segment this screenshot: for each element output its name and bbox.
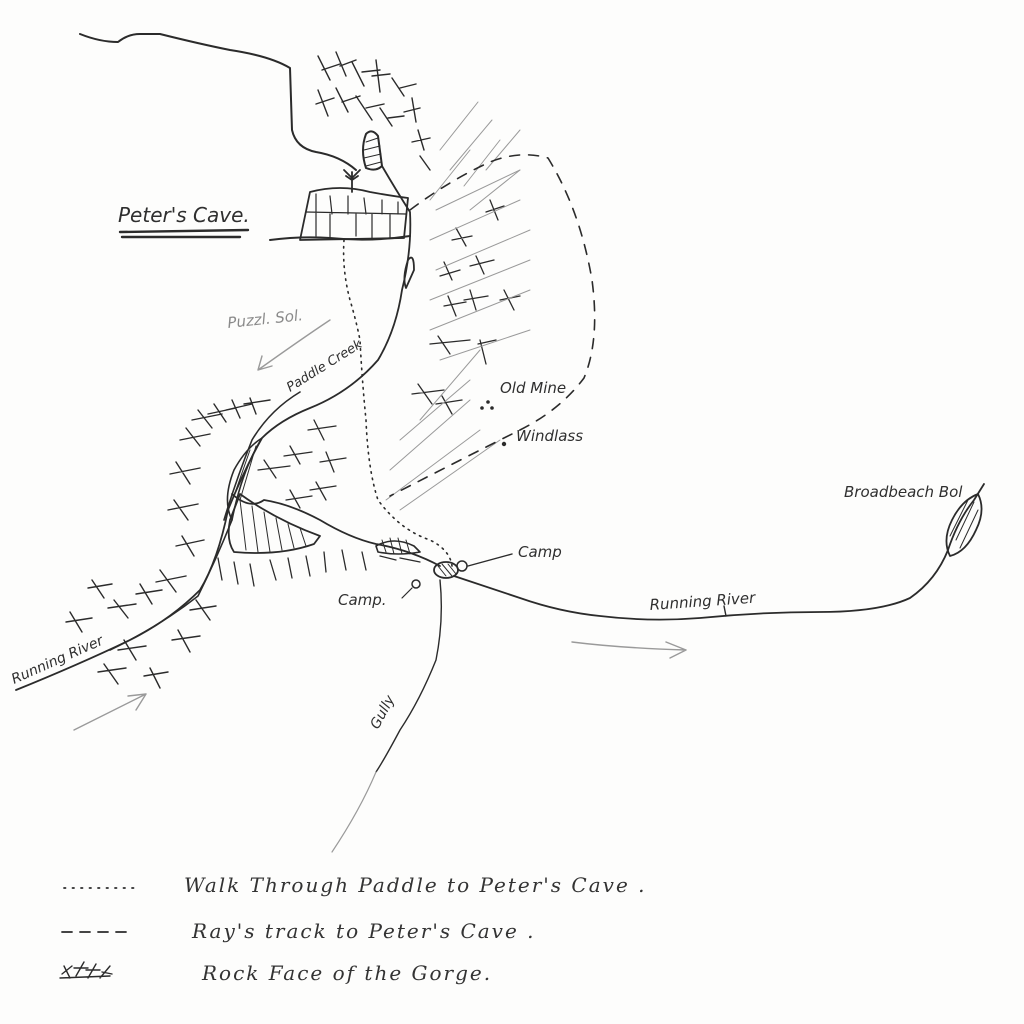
flow-arrow-east — [571, 641, 687, 659]
broadbeach-bol-lake[interactable] — [945, 493, 983, 557]
paddle-creek-label: Paddle Creek — [284, 337, 365, 396]
camp-marker-right[interactable] — [433, 553, 513, 579]
title-underline — [118, 228, 250, 239]
cave-structure — [269, 187, 411, 241]
flow-arrow-west — [73, 693, 147, 731]
camp-label-right: Camp — [518, 543, 562, 561]
legend-item-rock-face: Rock Face of the Gorge. — [59, 961, 492, 985]
camp-marker-left[interactable] — [401, 579, 421, 599]
legend: Walk Through Paddle to Peter's Cave . Ra… — [59, 873, 647, 985]
gully-label: Gully — [367, 692, 398, 732]
camp-label-left: Camp. — [338, 591, 387, 609]
rays-track-path — [389, 154, 596, 497]
running-river-west-label: Running River — [9, 632, 107, 687]
gorge-dark-area — [226, 437, 321, 554]
legend-label-rock-face: Rock Face of the Gorge. — [201, 961, 492, 985]
cross-hatch-symbol — [59, 961, 113, 979]
windlass-marker[interactable] — [501, 441, 507, 447]
rock-face-west — [65, 397, 271, 689]
broadbeach-bol-label: Broadbeach Bol — [844, 483, 963, 501]
old-mine-marker[interactable] — [480, 400, 494, 410]
legend-label-walk: Walk Through Paddle to Peter's Cave . — [184, 873, 647, 897]
running-river-east-label: Running River — [649, 589, 757, 614]
puzzle-arrow — [257, 319, 331, 371]
rock-face-east — [411, 199, 521, 415]
cave-entrance-marker — [343, 130, 383, 193]
legend-item-rays-track: Ray's track to Peter's Cave . — [61, 919, 536, 943]
peters-cave-title: Peter's Cave. — [118, 203, 250, 227]
puzzle-sol-label: Puzzl. Sol. — [227, 306, 304, 332]
gully-line — [375, 579, 443, 773]
paddle-creek-line — [15, 165, 412, 691]
legend-item-walk: Walk Through Paddle to Peter's Cave . — [63, 873, 647, 897]
walk-through-path — [342, 239, 453, 567]
old-mine-label: Old Mine — [500, 379, 566, 397]
rock-face-upper — [315, 51, 431, 171]
running-river-east-line — [453, 483, 985, 621]
legend-label-rays-track: Ray's track to Peter's Cave . — [191, 919, 536, 943]
ridge-line — [79, 33, 357, 171]
windlass-label: Windlass — [516, 427, 583, 445]
